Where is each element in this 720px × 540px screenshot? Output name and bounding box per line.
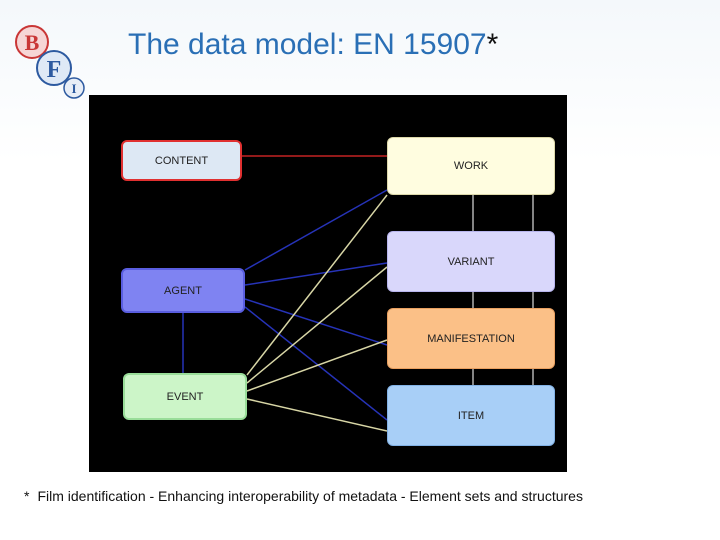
entity-manifestation-label: MANIFESTATION xyxy=(427,332,515,345)
logo-letter-b: B xyxy=(25,30,40,55)
logo-letter-f: F xyxy=(47,57,62,83)
entity-agent-label: AGENT xyxy=(164,284,202,297)
entity-content-label: CONTENT xyxy=(154,154,209,167)
entity-variant-label: VARIANT xyxy=(447,255,495,268)
entity-item-label: ITEM xyxy=(457,409,485,422)
footnote: * Film identification - Enhancing interop… xyxy=(24,486,624,507)
logo-letter-i: I xyxy=(71,81,76,96)
entity-event-label: EVENT xyxy=(166,390,204,403)
footnote-text: Film identification - Enhancing interope… xyxy=(37,488,583,504)
entity-manifestation: MANIFESTATION xyxy=(387,308,555,369)
entity-content: CONTENT xyxy=(121,140,242,181)
bfi-logo: B F I xyxy=(12,20,92,100)
page-title-text: The data model: EN 15907 xyxy=(128,28,487,61)
entity-work: WORK xyxy=(387,137,555,195)
entity-event: EVENT xyxy=(123,373,247,420)
title-footnote-marker: * xyxy=(486,28,499,61)
relationship-lines xyxy=(182,155,534,432)
entity-item: ITEM xyxy=(387,385,555,446)
data-model-diagram: CONTENT AGENT EVENT WORK VARIANT MANIFES… xyxy=(89,95,567,472)
entity-agent: AGENT xyxy=(121,268,245,313)
footnote-marker: * xyxy=(24,488,30,504)
page-title: The data model: EN 15907* xyxy=(128,28,598,62)
entity-variant: VARIANT xyxy=(387,231,555,292)
entity-work-label: WORK xyxy=(453,160,489,172)
